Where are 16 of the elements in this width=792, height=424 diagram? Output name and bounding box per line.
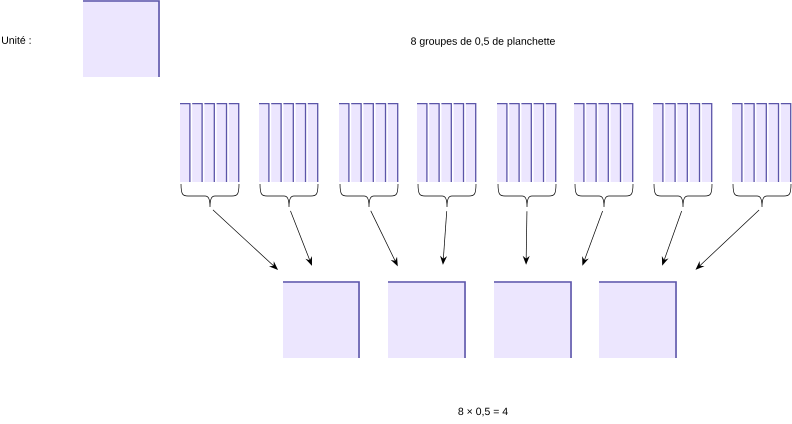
strip-group-drawing <box>339 102 398 208</box>
strip-group-drawing <box>180 102 240 208</box>
square-tile <box>283 281 360 358</box>
unit-label: Unité : <box>2 36 31 44</box>
square-tile <box>388 281 466 358</box>
equation: 8 × 0,5 = 4 <box>458 408 508 416</box>
strip-group-drawing <box>653 102 712 208</box>
strip-group-drawing <box>732 102 792 208</box>
square-tile <box>494 281 572 358</box>
square-tile <box>83 0 160 77</box>
strip-group-drawing <box>259 102 318 208</box>
strip-group-drawing <box>574 102 634 208</box>
title: 8 groupes de 0,5 de planchette <box>411 37 555 47</box>
strip-group-drawing <box>417 102 476 208</box>
strip-group-drawing <box>497 102 556 208</box>
square-tile <box>599 281 677 358</box>
